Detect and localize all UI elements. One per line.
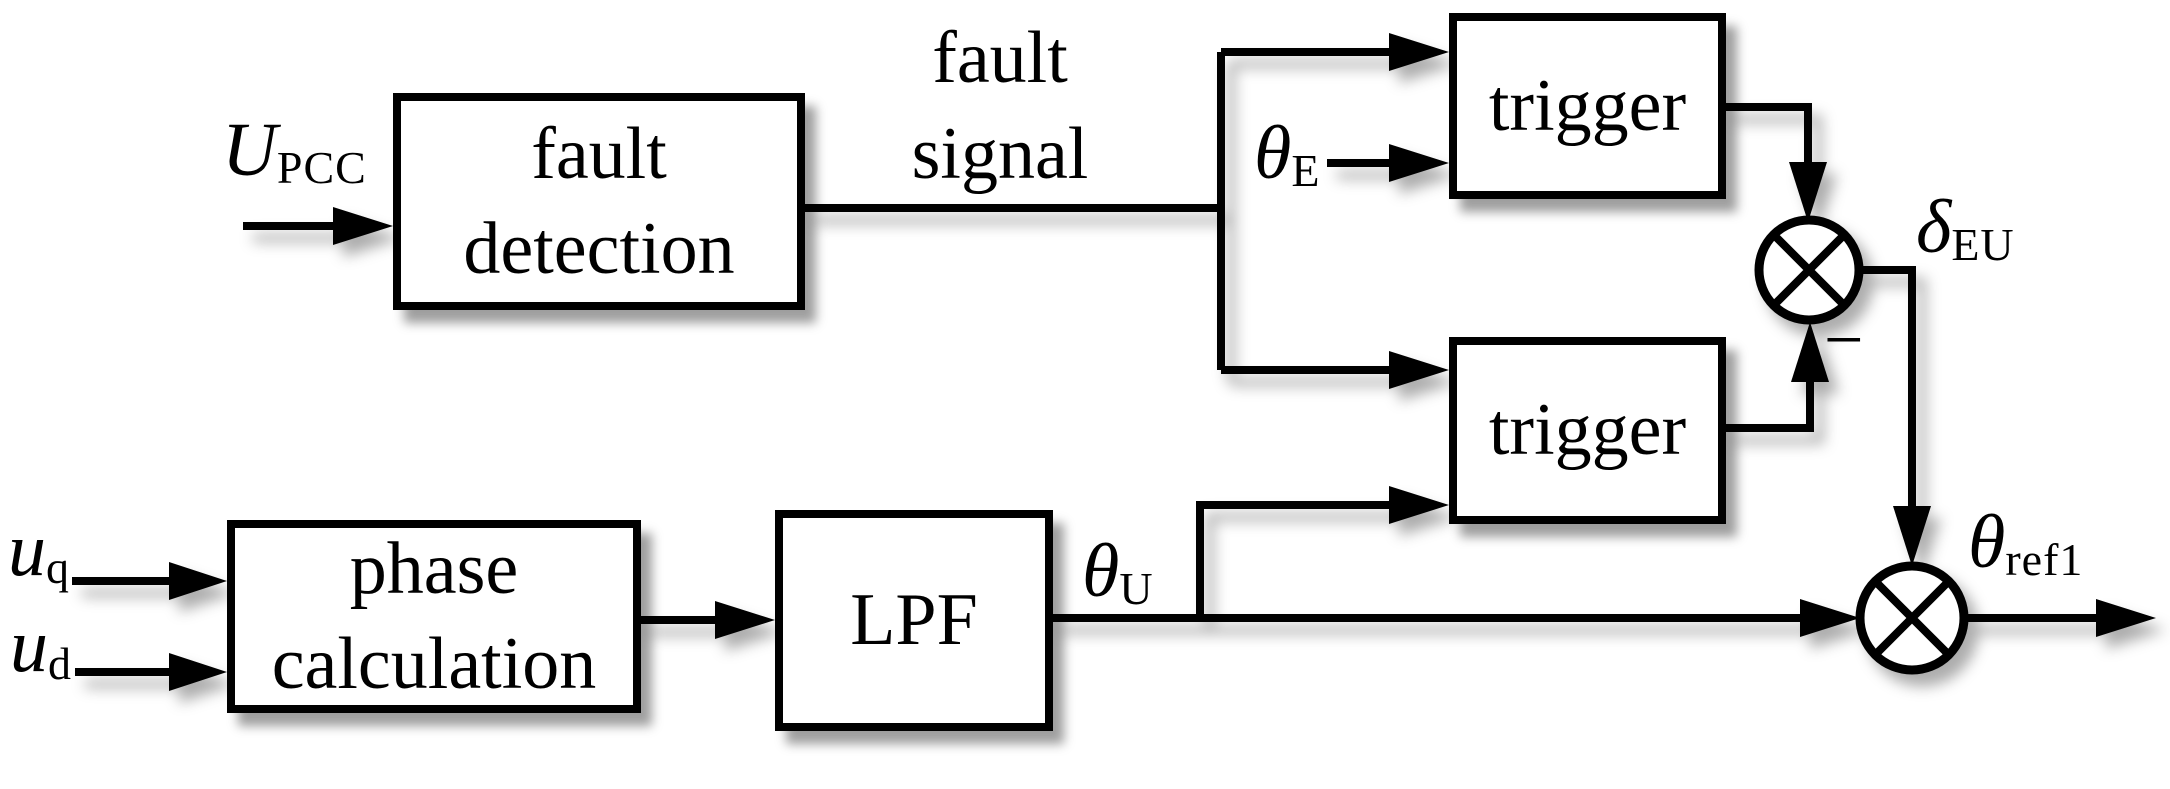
arrowhead-into-junction1-top — [1789, 162, 1827, 222]
fault-signal-line1: fault — [932, 17, 1068, 99]
u-d-base: u — [10, 604, 48, 688]
theta-e-label: θE — [1254, 115, 1320, 209]
u-pcc-subscript: PCC — [276, 142, 367, 193]
u-d-label: ud — [10, 608, 72, 702]
theta-u-label: θU — [1082, 533, 1154, 627]
trigger-bottom-label: trigger — [1488, 389, 1687, 471]
wire-trigger-bottom-output — [1725, 380, 1814, 432]
u-q-base: u — [8, 508, 46, 592]
u-d-subscript: d — [48, 638, 72, 689]
u-pcc-label: UPCC — [222, 112, 367, 206]
delta-eu-subscript: EU — [1951, 219, 2015, 270]
theta-ref1-label: θref1 — [1968, 504, 2083, 598]
minus-sign-label: − — [1824, 302, 1864, 379]
arrowhead-uq — [169, 562, 227, 600]
phase-calculation-block: phase calculation — [227, 520, 641, 713]
trigger-top-label: trigger — [1488, 64, 1687, 147]
arrowhead-upcc — [333, 207, 393, 245]
arrowhead-trigger-bottom-in2 — [1389, 486, 1449, 524]
multiplier-junction-bottom — [1855, 561, 1969, 675]
multiplier-junction-top — [1754, 215, 1864, 325]
fault-detection-label-line1: fault — [531, 112, 667, 195]
wire-junction1-output — [1859, 266, 1916, 508]
u-pcc-base: U — [222, 108, 277, 192]
arrowhead-into-lpf — [715, 601, 775, 639]
trigger-top-block: trigger — [1449, 13, 1726, 199]
u-q-label: uq — [8, 512, 70, 606]
lpf-label: LPF — [850, 579, 978, 661]
fault-signal-line2: signal — [911, 113, 1089, 195]
phase-calculation-label-line1: phase — [349, 527, 519, 610]
arrowhead-trigger-top-in1 — [1389, 33, 1449, 71]
u-q-subscript: q — [46, 542, 70, 593]
phase-calculation-label-line2: calculation — [271, 622, 597, 705]
arrowhead-into-junction2-left — [1800, 599, 1860, 637]
theta-u-subscript: U — [1119, 563, 1154, 614]
trigger-bottom-block: trigger — [1449, 337, 1726, 524]
delta-eu-base: δ — [1916, 185, 1952, 269]
wire-trigger-top-output — [1725, 103, 1812, 164]
theta-ref1-base: θ — [1968, 500, 2006, 584]
arrowhead-theta-e — [1389, 144, 1449, 182]
arrowhead-into-junction2-top — [1893, 506, 1931, 566]
theta-u-base: θ — [1082, 529, 1120, 613]
lpf-block: LPF — [775, 510, 1053, 731]
arrowhead-output — [2096, 599, 2156, 637]
theta-e-subscript: E — [1291, 145, 1321, 196]
fault-detection-label-line2: detection — [463, 207, 735, 290]
fault-detection-block: fault detection — [393, 93, 805, 310]
wire-theta-u-branch — [1196, 501, 1392, 616]
theta-e-base: θ — [1254, 111, 1292, 195]
arrowhead-into-junction1-bottom — [1791, 322, 1829, 382]
fault-signal-label: fault signal — [850, 10, 1150, 202]
theta-ref1-subscript: ref1 — [2005, 534, 2084, 585]
delta-eu-label: δEU — [1916, 189, 2015, 283]
arrowhead-trigger-bottom-in1 — [1389, 351, 1449, 389]
arrowhead-ud — [169, 653, 227, 691]
